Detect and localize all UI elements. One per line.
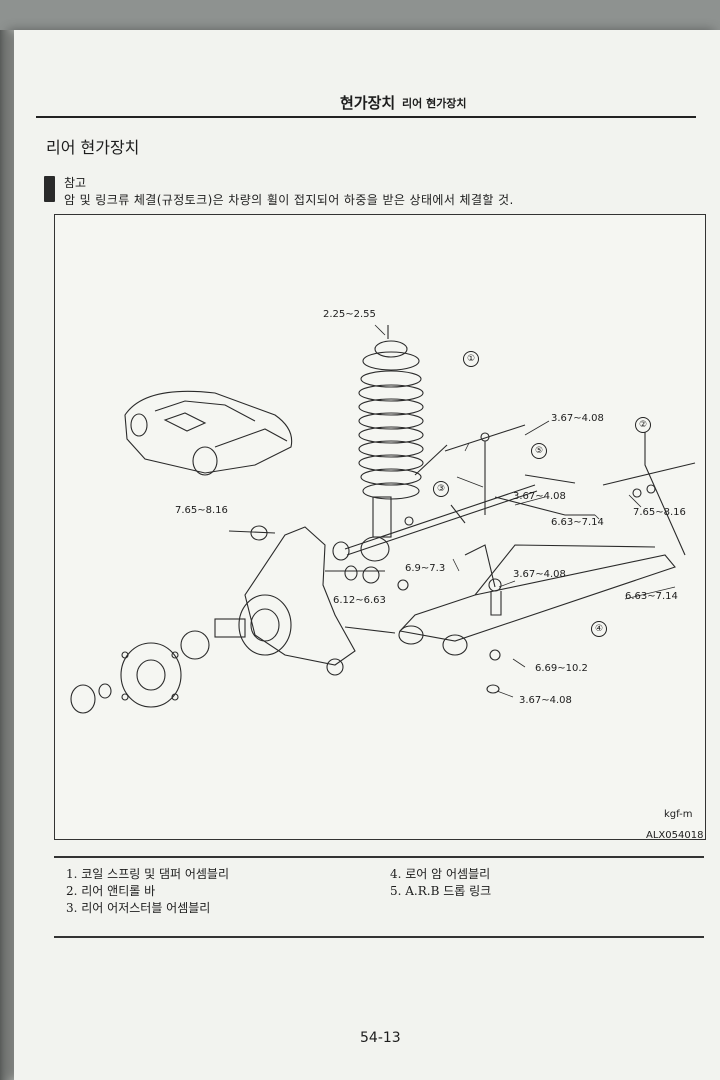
suspension-diagram: 2.25~2.55 3.67~4.08 3.67~4.08 7.65~8.16 … [54,214,706,840]
callout-4: ④ [591,621,607,637]
torque-label: 6.63~7.14 [551,517,604,528]
torque-label: 6.9~7.3 [405,563,446,574]
header-sub-title: 리어 현가장치 [402,97,467,110]
figure-id: ALX054018 [646,830,704,841]
callout-5: ⑤ [531,443,547,459]
note-text: 암 및 링크류 체결(규정토크)은 차량의 휠이 접지되어 하중을 받은 상태에… [64,193,514,207]
torque-label: 3.67~4.08 [551,413,604,424]
coil-spring-damper [358,325,424,562]
torque-label: 6.63~7.14 [625,591,678,602]
lower-arm-assembly [398,544,676,656]
torque-unit: kgf-m [664,809,693,820]
exploded-view-drawing [70,324,696,714]
anti-roll-bar [602,425,696,556]
legend-item: 3. 리어 어저스터블 어셈블리 [66,901,211,915]
torque-label: 2.25~2.55 [323,309,376,320]
legend-item: 4. 로어 암 어셈블리 [390,867,491,881]
callout-3: ③ [433,481,449,497]
adjustable-link [332,424,595,561]
header-main-title: 현가장치 [340,94,396,112]
bolts-and-bushings [228,444,642,694]
leader-lines [374,324,676,698]
note-icon [44,176,55,202]
legend-column-right: 4. 로어 암 어셈블리 5. A.R.B 드롭 링크 [390,866,491,900]
torque-label: 3.67~4.08 [519,695,572,706]
torque-label: 3.67~4.08 [513,491,566,502]
torque-label: 7.65~8.16 [175,505,228,516]
callout-2: ② [635,417,651,433]
car-inset-illustration [124,390,293,476]
note-label: 참고 [64,176,87,190]
callout-1: ① [463,351,479,367]
legend-item: 1. 코일 스프링 및 댐퍼 어셈블리 [66,867,230,881]
book-spine [0,30,14,1080]
torque-label: 3.67~4.08 [513,569,566,580]
legend-item: 2. 리어 앤티롤 바 [66,884,156,898]
parts-legend: 1. 코일 스프링 및 댐퍼 어셈블리 2. 리어 앤티롤 바 3. 리어 어저… [54,856,704,938]
torque-label: 6.69~10.2 [535,663,588,674]
torque-label: 7.65~8.16 [633,507,686,518]
knuckle-hub-assembly [70,526,356,714]
legend-item: 5. A.R.B 드롭 링크 [390,884,492,898]
section-title: 리어 현가장치 [46,138,140,157]
legend-column-left: 1. 코일 스프링 및 댐퍼 어셈블리 2. 리어 앤티롤 바 3. 리어 어저… [66,866,229,917]
torque-label: 6.12~6.63 [333,595,386,606]
page-number: 54-13 [360,1030,401,1046]
page-header: 현가장치 리어 현가장치 [36,88,696,118]
